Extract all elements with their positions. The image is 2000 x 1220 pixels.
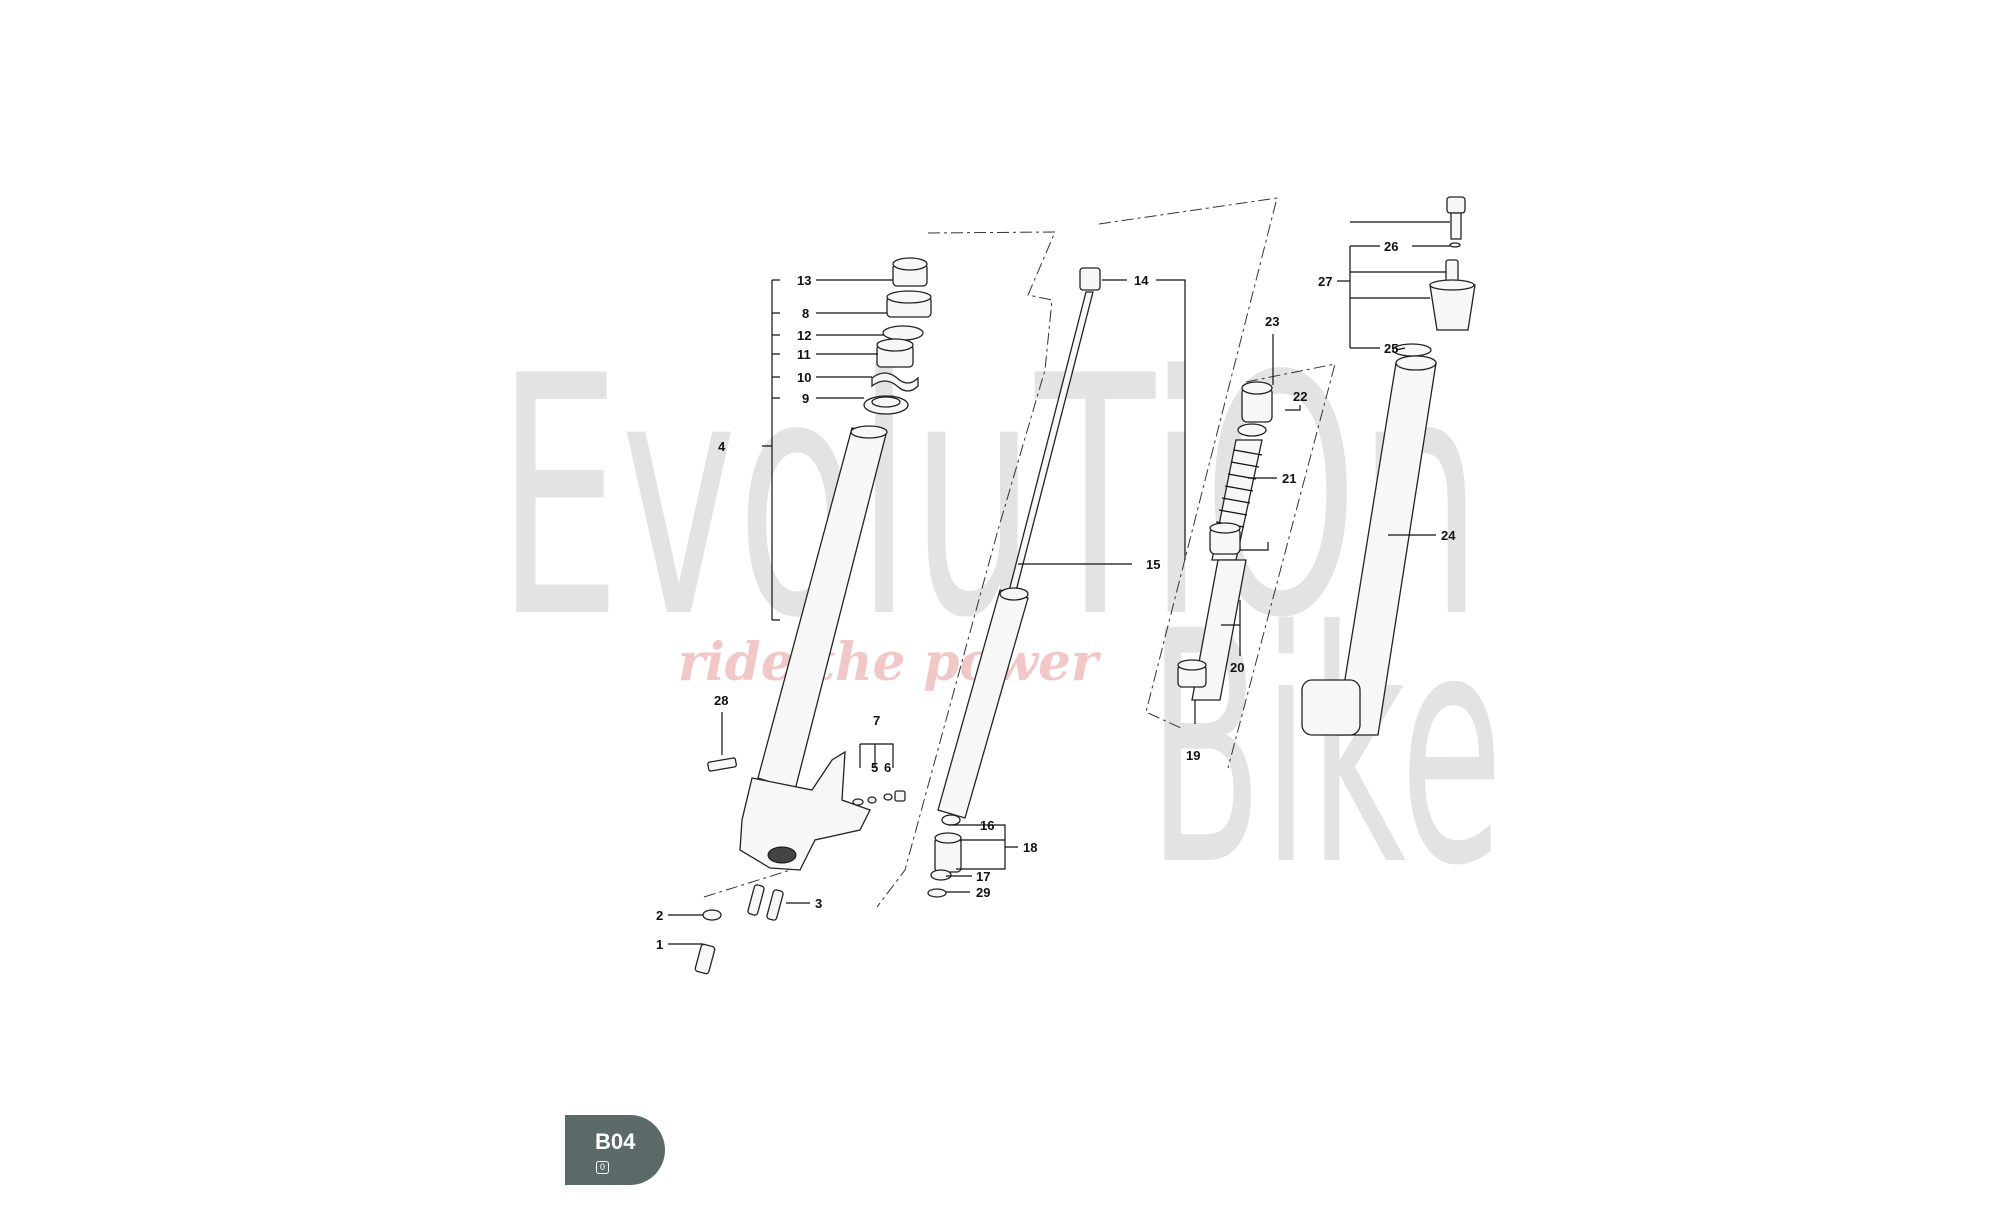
revision-number: 0 [596,1161,609,1174]
label-27: 27 [1318,274,1332,289]
outline-fork-bottom [703,866,801,898]
outline-spring-set [1227,363,1336,769]
label-18: 18 [1023,840,1037,855]
valve-parts [927,814,962,898]
watermark-tagline: ride the power [678,632,1102,693]
label-6: 6 [884,760,891,775]
label-23: 23 [1265,314,1279,329]
label-21: 21 [1282,471,1296,486]
outline-cartridge [1098,197,1278,730]
page-code: B04 [595,1129,636,1154]
top-rings [863,257,932,415]
label-28: 28 [714,693,728,708]
outline-damper-rod [876,231,1056,908]
label-24: 24 [1441,528,1456,543]
label-29: 29 [976,885,990,900]
label-16: 16 [980,818,994,833]
part-labels: 1 2 3 4 5 6 7 8 9 10 11 12 13 14 15 16 1… [656,239,1456,952]
label-8: 8 [802,306,809,321]
label-25: 25 [1384,341,1398,356]
label-2: 2 [656,908,663,923]
leader-lines [668,221,1450,945]
watermark-line2: Bike [1148,564,1503,936]
lower-slider [739,425,888,871]
bolts [694,757,906,975]
label-3: 3 [815,896,822,911]
label-10: 10 [797,370,811,385]
label-7: 7 [873,713,880,728]
label-4: 4 [718,439,726,454]
label-15: 15 [1146,557,1160,572]
spring-set [1177,381,1273,701]
label-13: 13 [797,273,811,288]
label-9: 9 [802,391,809,406]
label-17: 17 [976,869,990,884]
label-19: 19 [1186,748,1200,763]
page-code-badge: B04 0 [565,1115,665,1185]
label-22: 22 [1293,389,1307,404]
group-outlines [703,197,1336,908]
label-14: 14 [1134,273,1149,288]
label-26: 26 [1384,239,1398,254]
upper-tube [1301,196,1476,736]
label-1: 1 [656,937,663,952]
label-20: 20 [1230,660,1244,675]
label-11: 11 [797,347,811,362]
damper-rod [937,267,1101,819]
label-5: 5 [871,760,878,775]
label-12: 12 [797,328,811,343]
